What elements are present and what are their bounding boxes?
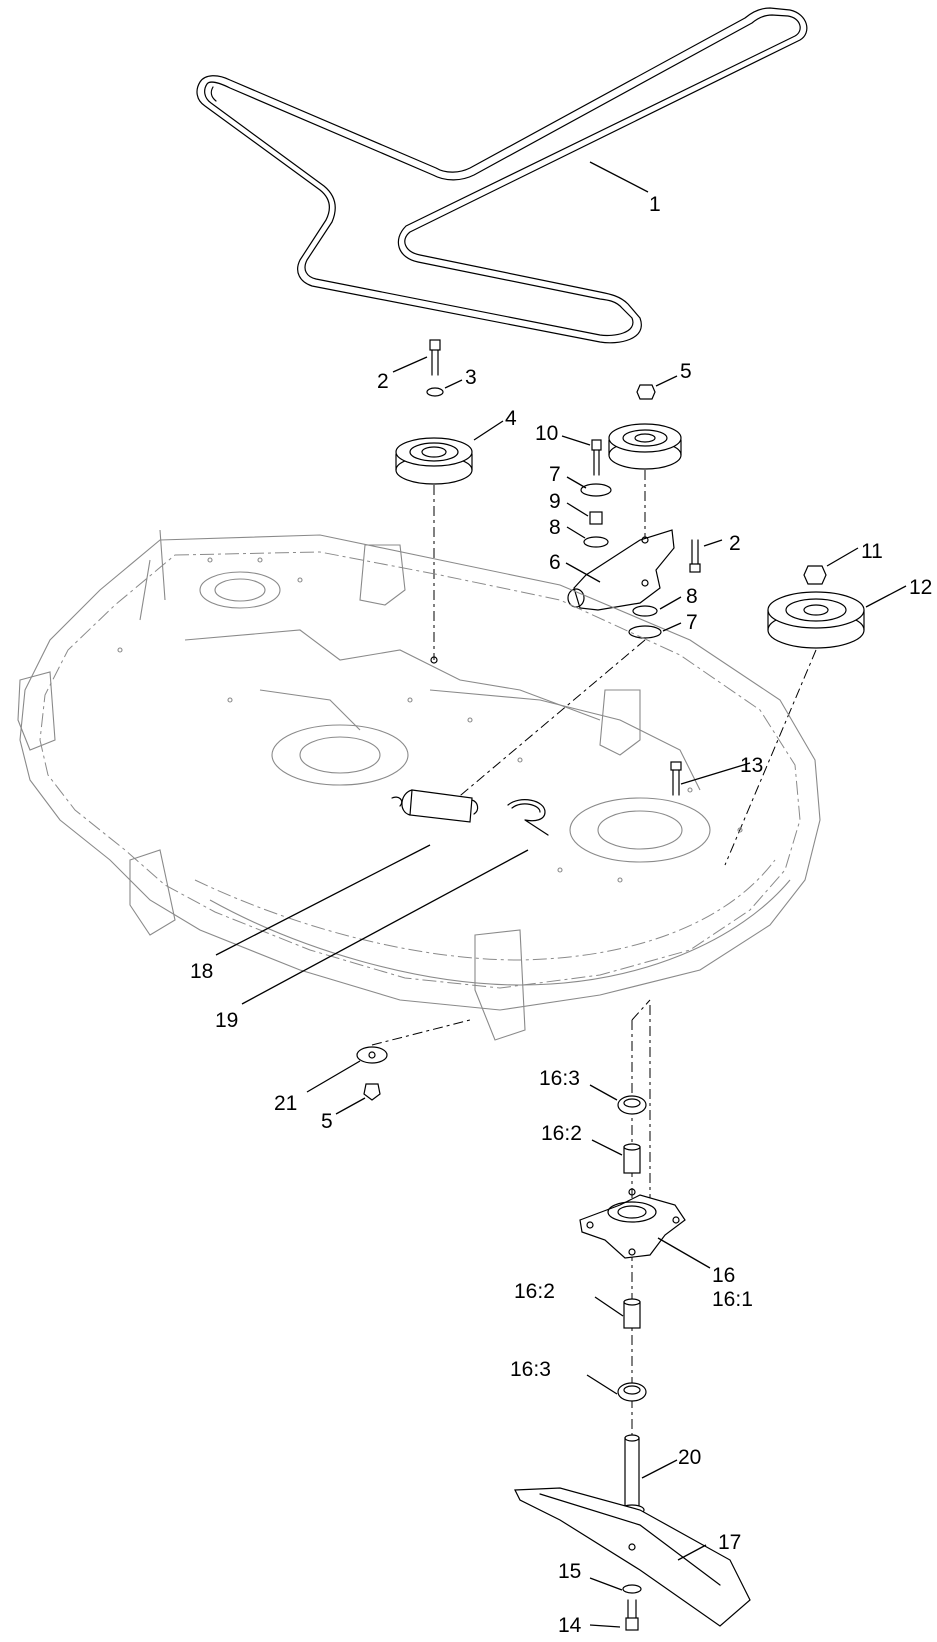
callout-bolt-left: 2 [377,370,389,393]
callout-labels: 1 2 3 4 5 10 7 9 8 2 6 8 7 11 12 13 18 1… [190,193,932,1637]
callout-bearing-bottom: 16:3 [510,1358,551,1381]
callout-rod-19: 19 [215,1009,238,1032]
callout-idler-arm: 6 [549,551,561,574]
callout-nut-11: 11 [861,540,883,563]
callout-bolt-14: 14 [558,1614,582,1637]
spindle-pulley-stack [724,565,865,866]
callout-bearing-top: 16:3 [539,1067,580,1090]
right-idler-stack [454,384,701,801]
callout-washer-left: 3 [465,366,477,389]
callout-washer-7b: 7 [686,611,698,634]
washer [426,387,444,397]
callout-spindle-housing: 16 [712,1264,735,1287]
callout-bolt-10: 10 [535,422,558,445]
callout-spindle-shaft: 20 [678,1446,701,1469]
callout-idler-pulley: 4 [505,407,517,430]
bolt-head [429,339,441,351]
callout-blade: 17 [718,1531,741,1554]
callout-belt: 1 [649,193,661,216]
callout-spacer-9: 9 [549,490,561,513]
callout-stud-13: 13 [740,754,763,777]
spindle-assembly [514,999,751,1631]
callout-washer-7a: 7 [549,463,561,486]
deck-hardware [391,761,682,836]
callout-nut-top: 5 [680,360,692,383]
callout-spindle-housing-sub: 16:1 [712,1288,753,1311]
callout-spacer-top: 16:2 [541,1122,582,1145]
callout-spacer-bottom: 16:2 [514,1280,555,1303]
drive-belt [196,7,808,344]
callout-washer-15: 15 [558,1560,581,1583]
leader-lines [215,161,907,1628]
callout-washer-8a: 8 [549,516,561,539]
washer-nut-bottom [356,1019,471,1101]
callout-spindle-pulley: 12 [909,576,932,599]
left-idler-stack [395,339,473,664]
callout-nut-bottom: 5 [321,1110,333,1133]
callout-washer-21: 21 [274,1092,297,1115]
callout-bolt-right: 2 [729,532,741,555]
callout-washer-8b: 8 [686,585,698,608]
mower-deck [17,529,821,1041]
callout-spring-18: 18 [190,960,213,983]
